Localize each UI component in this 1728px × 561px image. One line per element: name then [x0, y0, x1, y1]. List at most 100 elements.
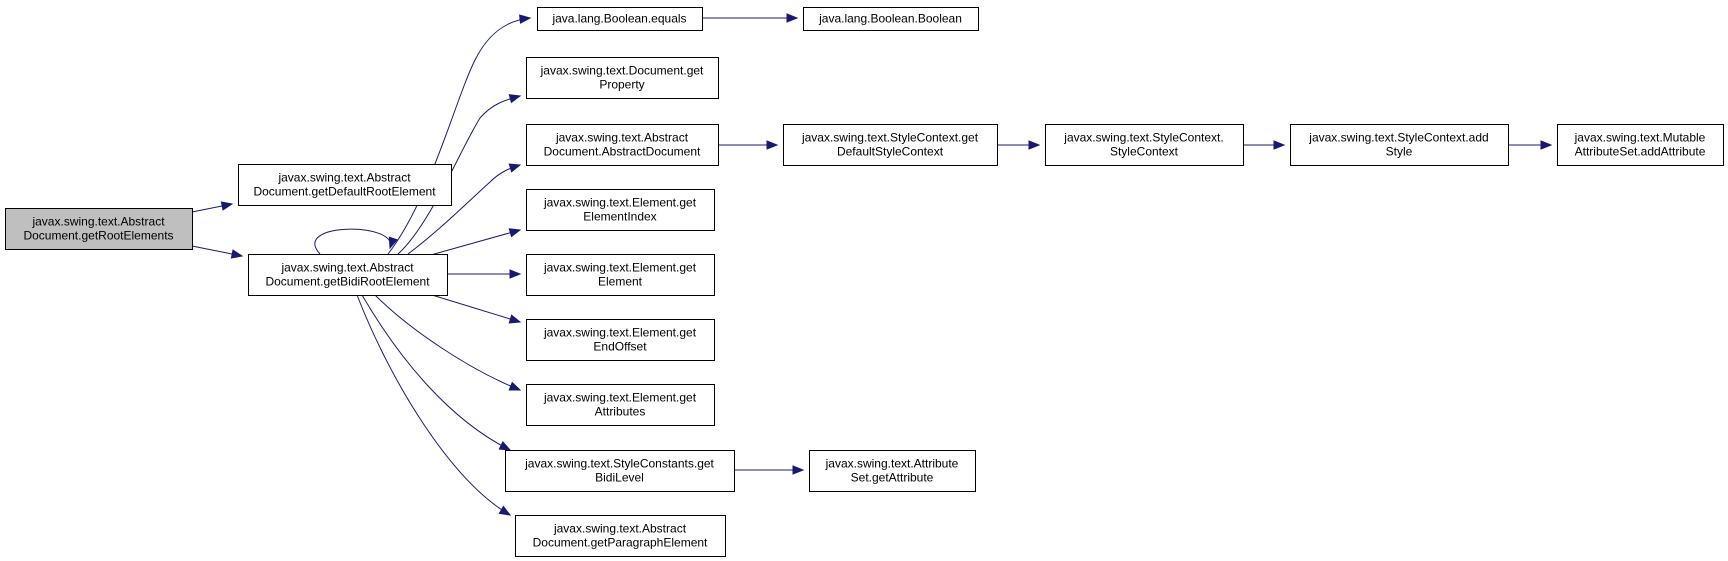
node-n10[interactable]: javax.swing.text.MutableAttributeSet.add… — [1557, 124, 1724, 166]
node-n8[interactable]: javax.swing.text.StyleContext.StyleConte… — [1045, 124, 1244, 166]
edge-line — [314, 228, 391, 255]
node-label-line: Document.getDefaultRootElement — [253, 185, 436, 199]
nodes-layer: javax.swing.text.AbstractDocument.getRoo… — [5, 7, 1724, 557]
node-label-line: Document.getRootElements — [23, 229, 173, 243]
edge-line — [361, 294, 511, 451]
node-n3[interactable]: java.lang.Boolean.equals — [537, 7, 703, 31]
arrowhead-icon — [508, 228, 522, 238]
node-box[interactable] — [526, 254, 715, 296]
node-box[interactable] — [526, 189, 715, 231]
node-label-line: Style — [1386, 145, 1413, 159]
node-label-line: AttributeSet.addAttribute — [1575, 145, 1706, 159]
node-label-line: BidiLevel — [595, 471, 644, 485]
arrowhead-icon — [509, 269, 522, 279]
edge-n2-n3 — [387, 14, 532, 255]
node-n4[interactable]: java.lang.Boolean.Boolean — [803, 7, 979, 31]
node-label-line: javax.swing.text.StyleContext.get — [801, 131, 979, 145]
arrowhead-icon — [508, 381, 522, 391]
node-box[interactable] — [1290, 124, 1509, 166]
edges-layer — [191, 13, 1553, 516]
arrowhead-icon — [498, 441, 512, 451]
arrowhead-icon — [230, 249, 244, 259]
node-label-line: ElementIndex — [583, 210, 656, 224]
node-n17[interactable]: javax.swing.text.AbstractDocument.getPar… — [515, 515, 726, 557]
node-label-line: javax.swing.text.StyleContext. — [1063, 131, 1223, 145]
node-box[interactable] — [803, 7, 979, 31]
node-label-line: Element — [598, 275, 643, 289]
edge-line — [397, 95, 521, 255]
edge-n2-n14 — [374, 294, 522, 391]
node-box[interactable] — [515, 515, 726, 557]
node-box[interactable] — [505, 450, 735, 492]
edge-n2-n5 — [397, 94, 522, 255]
edge-n6-n7 — [718, 140, 779, 150]
node-box[interactable] — [783, 124, 998, 166]
node-label-line: javax.swing.text.Element.get — [543, 326, 697, 340]
node-box[interactable] — [526, 124, 719, 166]
edge-n2-n15 — [361, 294, 512, 451]
edge-n7-n8 — [997, 140, 1041, 150]
node-label-line: javax.swing.text.Abstract — [277, 171, 411, 185]
arrowhead-icon — [792, 465, 805, 475]
edge-line — [419, 229, 521, 259]
arrowhead-icon — [519, 14, 532, 24]
node-box[interactable] — [526, 384, 715, 426]
arrowhead-icon — [388, 236, 398, 250]
edge-line — [407, 164, 521, 255]
node-box[interactable] — [5, 208, 193, 250]
node-label-line: Attributes — [595, 405, 646, 419]
node-box[interactable] — [537, 7, 703, 31]
edge-n8-n9 — [1243, 140, 1286, 150]
edge-n2-n13 — [431, 294, 522, 324]
node-label-line: java.lang.Boolean.Boolean — [818, 12, 962, 26]
node-label-line: Set.getAttribute — [851, 471, 934, 485]
node-n7[interactable]: javax.swing.text.StyleContext.getDefault… — [783, 124, 998, 166]
edge-line — [374, 294, 521, 391]
node-label-line: Document.getBidiRootElement — [265, 275, 430, 289]
node-n0[interactable]: javax.swing.text.AbstractDocument.getRoo… — [5, 208, 193, 250]
node-box[interactable] — [238, 164, 452, 206]
edge-n15-n16 — [734, 465, 805, 475]
node-box[interactable] — [1557, 124, 1724, 166]
edge-line — [431, 294, 521, 323]
edge-n2-n6 — [407, 163, 522, 255]
node-n1[interactable]: javax.swing.text.AbstractDocument.getDef… — [238, 164, 452, 206]
node-n15[interactable]: javax.swing.text.StyleConstants.getBidiL… — [505, 450, 735, 492]
arrowhead-icon — [508, 163, 522, 173]
node-n16[interactable]: javax.swing.text.AttributeSet.getAttribu… — [809, 450, 976, 492]
node-label-line: EndOffset — [593, 340, 647, 354]
node-box[interactable] — [809, 450, 976, 492]
node-n2[interactable]: javax.swing.text.AbstractDocument.getBid… — [248, 254, 448, 296]
node-label-line: javax.swing.text.Abstract — [31, 215, 165, 229]
node-label-line: javax.swing.text.Element.get — [543, 261, 697, 275]
node-box[interactable] — [1045, 124, 1244, 166]
edge-n2-n11 — [419, 228, 522, 259]
node-box[interactable] — [526, 319, 715, 361]
node-box[interactable] — [526, 57, 719, 99]
edge-n0-n1 — [191, 201, 234, 213]
node-label-line: javax.swing.text.Document.get — [540, 64, 704, 78]
node-n6[interactable]: javax.swing.text.AbstractDocument.Abstra… — [526, 124, 719, 166]
node-label-line: Property — [599, 78, 644, 92]
arrowhead-icon — [1273, 140, 1286, 150]
arrowhead-icon — [766, 140, 779, 150]
node-label-line: Document.getParagraphElement — [533, 536, 708, 550]
node-label-line: javax.swing.text.Abstract — [280, 261, 414, 275]
edge-line — [356, 294, 511, 516]
node-box[interactable] — [248, 254, 448, 296]
edge-line — [387, 17, 531, 255]
arrowhead-icon — [498, 505, 512, 516]
arrowhead-icon — [1028, 140, 1041, 150]
node-label-line: java.lang.Boolean.equals — [551, 12, 686, 26]
arrowhead-icon — [508, 314, 522, 324]
node-label-line: javax.swing.text.Element.get — [543, 391, 697, 405]
edge-n2-n17 — [356, 294, 512, 516]
node-label-line: javax.swing.text.StyleConstants.get — [524, 457, 714, 471]
arrowhead-icon — [1540, 140, 1553, 150]
